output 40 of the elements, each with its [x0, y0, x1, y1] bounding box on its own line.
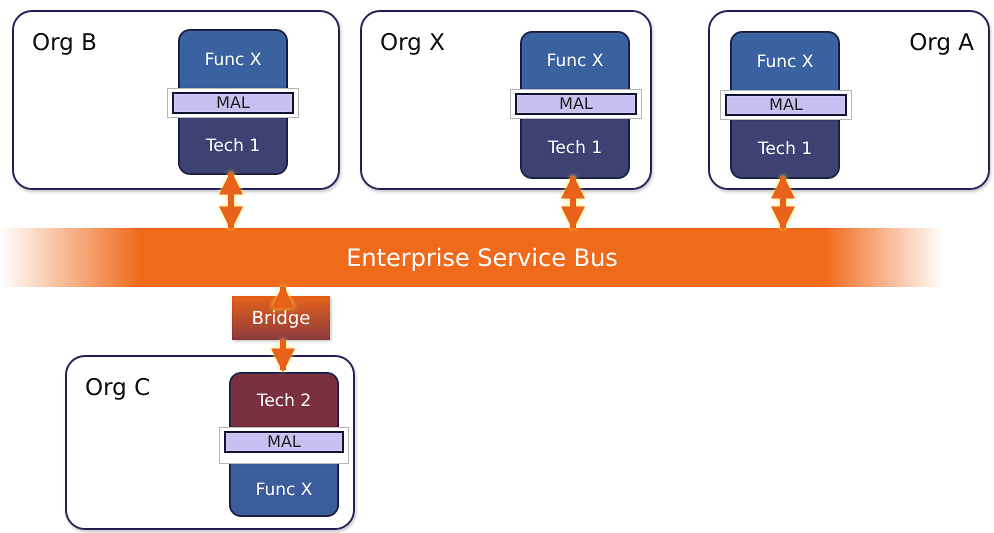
- layer-box: [229, 372, 339, 427]
- mal-layer-box: [219, 427, 349, 464]
- layer-label: Tech 2: [256, 390, 312, 412]
- layer-label: Func X: [204, 48, 262, 72]
- mal-layer-box: [510, 89, 642, 119]
- arrow: [219, 170, 243, 230]
- mal-label: MAL: [224, 431, 344, 453]
- arrow: [271, 340, 295, 372]
- arrow: [561, 174, 585, 230]
- mal-label: MAL: [725, 94, 847, 116]
- organization-label: Org B: [32, 30, 97, 56]
- organization-label: Org X: [380, 30, 445, 56]
- bus-label: Enterprise Service Bus: [346, 244, 618, 272]
- layer-box: [178, 29, 288, 88]
- bridge-box: [232, 296, 330, 340]
- arrow: [271, 284, 295, 309]
- layer-box: [229, 464, 339, 517]
- layer-label: Tech 1: [756, 138, 814, 160]
- organization-label: Org A: [909, 30, 974, 56]
- layer-box: [520, 31, 630, 89]
- layer-label: Func X: [756, 50, 814, 74]
- organization-label: Org C: [85, 375, 150, 401]
- organization-box: [12, 10, 340, 190]
- layer-box: [730, 31, 840, 90]
- layer-box: [730, 120, 840, 179]
- layer-label: Func X: [546, 50, 604, 73]
- organization-box: [65, 355, 355, 530]
- mal-layer-box: [167, 88, 299, 118]
- mal-layer-box: [720, 90, 852, 120]
- organization-box: [708, 10, 990, 190]
- layer-box: [520, 119, 630, 179]
- mal-label: MAL: [515, 93, 637, 115]
- layer-label: Tech 1: [204, 134, 262, 158]
- layer-label: Tech 1: [546, 137, 604, 160]
- arrow: [771, 174, 795, 230]
- bridge-label: Bridge: [252, 308, 310, 328]
- layer-label: Func X: [254, 478, 314, 502]
- mal-label: MAL: [172, 92, 294, 114]
- organization-box: [360, 10, 652, 190]
- layer-box: [178, 118, 288, 175]
